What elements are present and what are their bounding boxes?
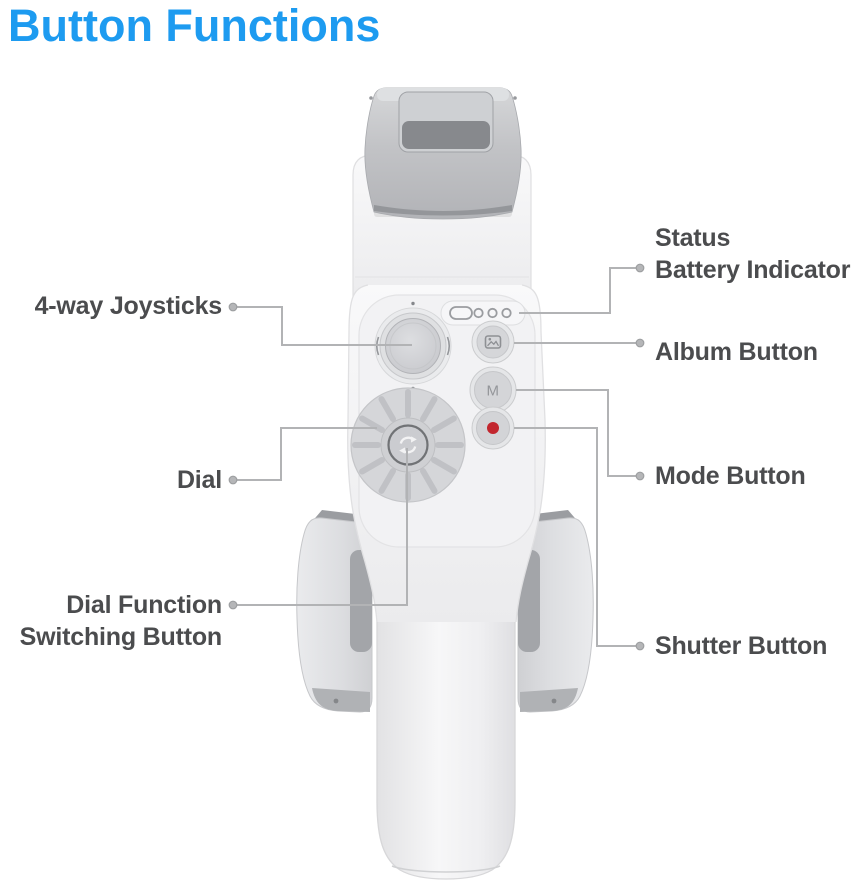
clamp-slot bbox=[402, 121, 490, 149]
label-dial-function-switching-button: Dial Function Switching Button bbox=[0, 589, 223, 653]
joystick bbox=[374, 301, 452, 391]
label-status-line1: Status bbox=[655, 224, 731, 252]
album-button-face bbox=[476, 325, 510, 359]
joystick-tick-right bbox=[446, 336, 451, 356]
battery-led bbox=[473, 307, 484, 319]
page-title: Button Functions bbox=[8, 0, 381, 51]
album-button bbox=[471, 320, 515, 364]
leader-line-shutter bbox=[514, 427, 637, 647]
rotate-arrows-icon bbox=[399, 436, 417, 454]
leader-dot bbox=[228, 302, 238, 312]
handle-edge bbox=[376, 560, 516, 880]
leader-dot bbox=[635, 641, 645, 651]
clamp-bottom-edge bbox=[374, 205, 512, 216]
label-4way-joysticks: 4-way Joysticks bbox=[34, 292, 223, 320]
handle-bottom-seam bbox=[391, 865, 501, 873]
body-edge-left bbox=[347, 284, 378, 623]
leader-line-battery bbox=[519, 267, 636, 314]
right-arm-screw bbox=[551, 698, 557, 704]
leader-dots bbox=[228, 263, 645, 651]
label-mode-button: Mode Button bbox=[655, 462, 806, 490]
leader-line-mode bbox=[516, 389, 637, 477]
label-shutter-button: Shutter Button bbox=[655, 632, 828, 660]
clamp-hinge-right bbox=[513, 96, 517, 100]
shutter-button bbox=[471, 406, 515, 450]
label-status-line2: Battery Indicator bbox=[655, 256, 851, 284]
leader-dot bbox=[635, 471, 645, 481]
leader-dot bbox=[228, 600, 238, 610]
left-arm-bottom-face bbox=[312, 688, 370, 712]
label-album-button: Album Button bbox=[655, 338, 818, 366]
body-edge-right bbox=[515, 284, 546, 623]
left-arm-pad bbox=[350, 550, 372, 652]
battery-led bbox=[501, 307, 512, 319]
leader-line-dial-function bbox=[237, 448, 408, 606]
joystick-tick-top bbox=[411, 301, 415, 306]
leader-dot bbox=[635, 338, 645, 348]
leader-dot bbox=[635, 263, 645, 273]
clamp-hinge-left bbox=[369, 96, 373, 100]
power-led-pill bbox=[449, 306, 473, 320]
battery-indicator bbox=[440, 300, 526, 326]
dial bbox=[350, 387, 466, 503]
label-status-battery-indicator: Status Battery Indicator bbox=[655, 222, 850, 286]
left-arm-screw bbox=[333, 698, 339, 704]
right-arm-bottom-face bbox=[520, 688, 578, 712]
mode-button-letter: M bbox=[487, 383, 500, 400]
record-dot-icon bbox=[487, 422, 499, 434]
leader-line-dial bbox=[237, 427, 377, 481]
label-dial: Dial bbox=[176, 466, 222, 494]
label-dial-function-line1: Dial Function bbox=[66, 591, 222, 619]
leader-dot bbox=[228, 475, 238, 485]
phone-clamp bbox=[364, 87, 522, 220]
battery-led bbox=[487, 307, 498, 319]
label-dial-function-line2: Switching Button bbox=[19, 623, 223, 651]
leader-line-joysticks bbox=[237, 306, 412, 346]
mode-button: M bbox=[469, 366, 517, 414]
photo-icon bbox=[484, 335, 502, 349]
leader-lines bbox=[237, 267, 637, 647]
